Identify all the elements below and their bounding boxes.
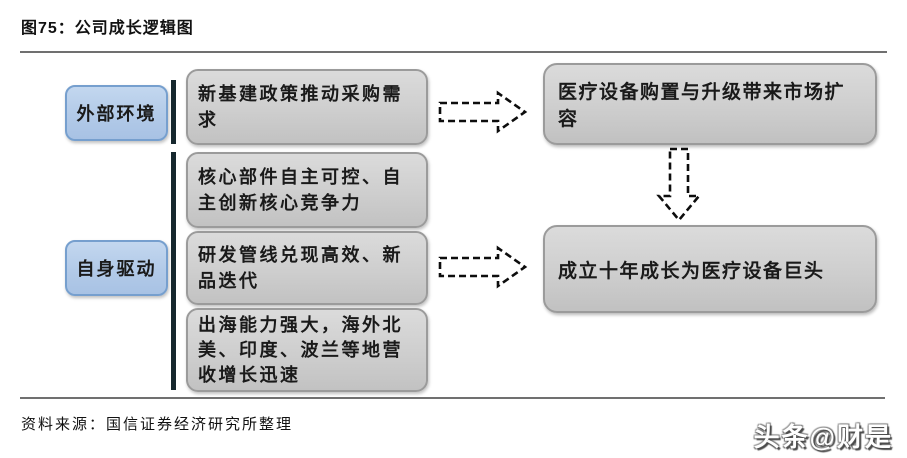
category-external-environment: 外部环境 [65,85,168,141]
source-note: 资料来源：国信证券经济研究所整理 [21,416,294,433]
driver-node-core-components: 核心部件自主可控、自主创新核心竞争力 [186,152,428,228]
figure-title: 图75：公司成长逻辑图 [21,20,194,37]
driver-node-policy: 新基建政策推动采购需求 [186,69,428,145]
dashed-down-arrow [656,147,702,223]
bracket-line-self [171,152,176,390]
dashed-right-arrow-middle [438,245,528,289]
outcome-device-giant: 成立十年成长为医疗设备巨头 [543,225,877,313]
bracket-line-external [171,80,176,144]
watermark-toutiao: 头条@财是 [753,422,893,452]
title-rule [20,51,887,53]
category-self-driven: 自身驱动 [65,240,168,296]
footer-rule [20,397,885,399]
driver-node-rd-pipeline: 研发管线兑现高效、新品迭代 [186,231,428,305]
outcome-market-expansion: 医疗设备购置与升级带来市场扩容 [543,63,877,145]
dashed-right-arrow-top [438,90,528,134]
driver-node-overseas: 出海能力强大，海外北美、印度、波兰等地营收增长迅速 [186,308,428,392]
